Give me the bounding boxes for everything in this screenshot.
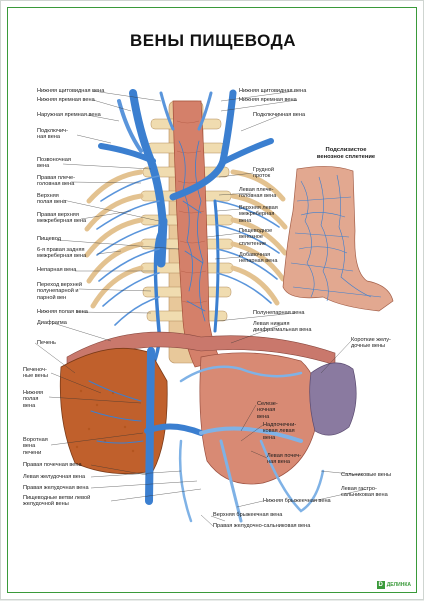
label-right-7: Пищеводное венозное сплетение — [239, 228, 273, 247]
label-right-13: Надпочечни- ковая левая вена — [263, 422, 297, 441]
label-left-2: Нижняя яремная вена — [37, 97, 95, 103]
label-left-15: Печень — [37, 340, 56, 346]
label-bottom-2: Верхняя брыжеечная вена — [213, 512, 283, 518]
poster-frame — [7, 7, 417, 593]
label-left-4: Подключич- ная вена — [37, 128, 68, 141]
label-left-19: Правая почечная вена — [23, 462, 82, 468]
label-right-12: Селезе- ночная вена — [257, 401, 278, 420]
label-right-5: Левая плече- головная вена — [239, 187, 277, 200]
publisher-logo: D ДЕЛИНКА — [376, 581, 411, 589]
label-right-3: Подключичная вена — [253, 112, 306, 118]
label-right-14: Левая почеч- ная вена — [267, 453, 302, 466]
label-left-13: Нижняя полая вена — [37, 309, 88, 315]
stomach — [199, 352, 319, 485]
abdominal-veins — [88, 347, 325, 523]
label-left-3: Наружная яремная вена — [37, 112, 101, 118]
publisher-name: ДЕЛИНКА — [386, 582, 411, 588]
label-bottom-3: Правая желудочно-сальниковая вена — [213, 523, 311, 529]
label-left-10: 6-я правая задняя межреберная вена — [37, 247, 87, 260]
inset-title: Подслизистое венозное сплетение — [316, 147, 376, 160]
label-left-6: Правая плече- головная вена — [37, 175, 75, 188]
label-right-15: Сальниковые вены — [341, 472, 392, 478]
label-right-16: Левая гастро- сальниковая вена — [341, 486, 388, 499]
label-left-8: Правая верхняя межреберная вена — [37, 212, 87, 225]
label-right-1: Нижняя щитовидная вена — [239, 88, 307, 94]
azygos-system — [96, 140, 280, 373]
label-right-9: Полунепарная вена — [253, 310, 305, 316]
neck-veins — [98, 89, 274, 231]
leader-lines — [34, 90, 368, 527]
label-bottom-1: Нижняя брыжеечная вена — [263, 498, 331, 504]
label-left-16: Печеноч- ные вены — [23, 367, 48, 380]
poster-title: ВЕНЫ ПИЩЕВОДА — [129, 31, 297, 50]
label-left-18: Воротная вена печени — [23, 437, 48, 456]
label-right-11: Короткие желу- дочные вены — [351, 337, 391, 350]
label-right-6: Верхняя левая межреберная вена — [239, 205, 278, 224]
label-left-20: Левая желудочная вена — [23, 474, 86, 480]
logo-icon: D — [376, 581, 385, 589]
label-right-8: Добавочная непарная вена — [239, 252, 278, 265]
label-left-11: Непарная вена — [37, 267, 77, 273]
label-right-4: Грудной проток — [253, 167, 274, 180]
label-left-9: Пищевод — [37, 236, 61, 242]
label-left-17: Нижняя полая вена — [23, 390, 44, 409]
label-left-7: Верхняя полая вена — [37, 193, 67, 206]
spleen — [309, 362, 357, 436]
label-left-1: Нижняя щитовидная вена — [37, 88, 105, 94]
label-left-12: Переход верхней полунепарной и парной ве… — [37, 282, 82, 301]
label-left-5: Позвоночная вена — [37, 157, 71, 170]
inset-submucosal-plexus — [282, 166, 394, 312]
label-right-2: Нижняя яремная вена — [239, 97, 297, 103]
label-left-14: Диафрагма — [37, 320, 67, 326]
label-left-22: Пищеводные ветви левой желудочной вены — [23, 495, 91, 508]
liver-texture — [75, 389, 135, 453]
label-left-21: Правая желудочная вена — [23, 485, 89, 491]
label-right-10: Левая нижняя диафрагмальная вена — [253, 321, 312, 334]
